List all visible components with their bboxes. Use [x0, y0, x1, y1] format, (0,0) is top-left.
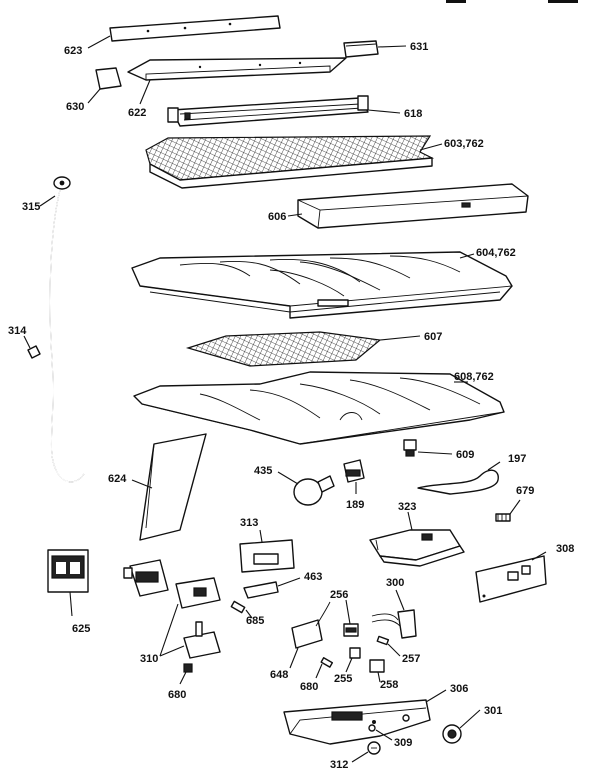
part-624-thermostat	[123, 559, 169, 597]
label-315: 315	[22, 201, 40, 213]
label-255: 255	[334, 673, 352, 685]
part-624-duct	[139, 433, 207, 541]
part-312-screw	[367, 741, 381, 755]
part-315-water-tube	[49, 176, 85, 483]
label-623: 623	[64, 45, 82, 57]
label-685: 685	[246, 615, 264, 627]
callout-labels: 623 631 630 622 618 603,762 315 606 604,…	[8, 41, 574, 771]
label-309: 309	[394, 737, 412, 749]
label-630: 630	[66, 101, 84, 113]
part-313-light-housing	[239, 539, 295, 573]
label-463: 463	[304, 571, 322, 583]
part-623-trim-strip	[109, 15, 281, 42]
label-306: 306	[450, 683, 468, 695]
part-189-socket	[343, 459, 365, 483]
part-314-clip	[27, 345, 41, 359]
part-197-strap	[417, 469, 499, 495]
label-301: 301	[484, 705, 502, 717]
label-648: 648	[270, 669, 288, 681]
label-314: 314	[8, 325, 27, 337]
part-435-bulb	[293, 475, 335, 506]
label-308: 308	[556, 543, 574, 555]
part-608-shelf	[133, 371, 505, 445]
label-618: 618	[404, 108, 422, 120]
part-648-switch	[291, 601, 331, 649]
part-323-control-box	[369, 529, 465, 567]
part-258-plug	[369, 659, 385, 673]
part-301-knob	[442, 724, 462, 744]
part-679-screw	[495, 513, 511, 522]
label-608: 608,762	[454, 371, 494, 383]
label-435: 435	[254, 465, 272, 477]
label-604: 604,762	[476, 247, 516, 259]
part-625-switch-housing	[47, 549, 89, 593]
label-625: 625	[72, 623, 90, 635]
part-630-bracket	[95, 67, 122, 90]
part-257-screw	[376, 635, 390, 646]
part-609-fastener	[403, 439, 417, 457]
part-463-clip	[243, 581, 279, 599]
label-631: 631	[410, 41, 428, 53]
label-256: 256	[330, 589, 348, 601]
label-310: 310	[140, 653, 158, 665]
label-679: 679	[516, 485, 534, 497]
part-256-relay	[343, 623, 359, 637]
part-309-nut	[368, 724, 376, 732]
part-603-wire-shelf	[145, 135, 435, 189]
label-607: 607	[424, 331, 442, 343]
part-680-screw-b	[183, 663, 193, 673]
label-313: 313	[240, 517, 258, 529]
label-603: 603,762	[444, 138, 484, 150]
part-631-block	[343, 40, 379, 58]
label-609: 609	[456, 449, 474, 461]
label-312: 312	[330, 759, 348, 771]
part-308-bracket	[475, 555, 547, 603]
part-622-tray	[127, 57, 347, 81]
label-622: 622	[128, 107, 146, 119]
label-680-a: 680	[300, 681, 318, 693]
part-618-rail	[167, 95, 369, 127]
part-310-switch	[183, 621, 221, 659]
label-624: 624	[108, 473, 127, 485]
label-189: 189	[346, 499, 364, 511]
part-310-bracket	[175, 577, 221, 609]
label-257: 257	[402, 653, 420, 665]
part-607-mesh-cover	[185, 331, 382, 367]
part-685-screw	[230, 600, 246, 614]
part-604-shelf	[131, 251, 513, 319]
label-680-b: 680	[168, 689, 186, 701]
part-306-mounting-bracket	[283, 699, 431, 745]
part-606-panel	[297, 183, 529, 229]
part-255-clip	[349, 647, 361, 659]
part-300-sensor	[371, 609, 417, 639]
label-197: 197	[508, 453, 526, 465]
part-680-screw-a	[320, 657, 334, 668]
scan-marks	[446, 0, 578, 3]
label-323: 323	[398, 501, 416, 513]
label-606: 606	[268, 211, 286, 223]
label-258: 258	[380, 679, 398, 691]
label-300: 300	[386, 577, 404, 589]
